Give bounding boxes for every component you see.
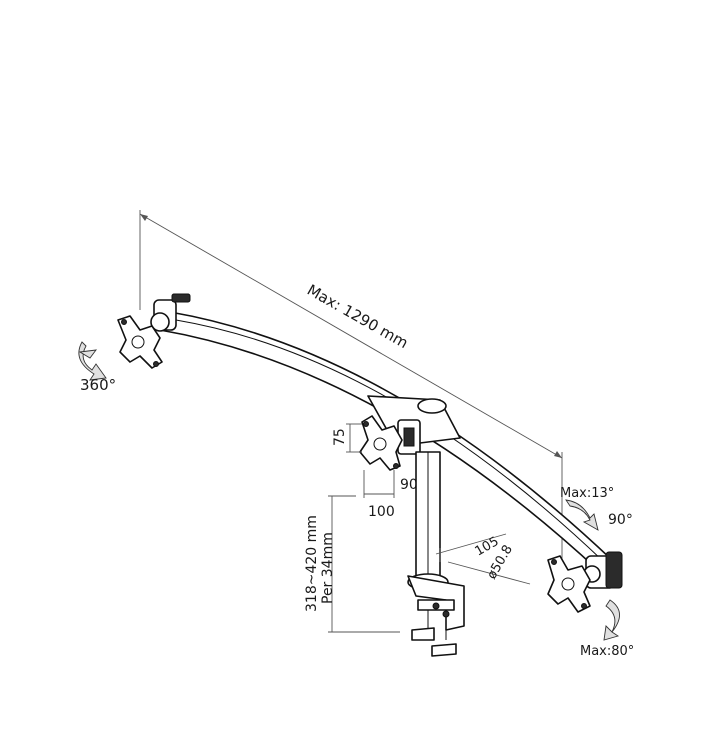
pole-diameter-dimension [447, 561, 531, 585]
max-length-label: Max: 1290 mm [304, 281, 411, 352]
rotation-arrow-icon [78, 341, 107, 381]
length-dimension [139, 210, 563, 560]
left-vesa-plate [117, 315, 163, 369]
vesa-width-label: 100 [368, 504, 395, 520]
left-monitor-head [117, 293, 191, 369]
right-vesa-plate [547, 555, 591, 613]
height-range-label: 318~420 mm [304, 515, 320, 612]
tilt-down-label: Max:80° [580, 644, 634, 659]
height-dimension [328, 495, 400, 633]
vesa-height-label: 75 [332, 428, 348, 446]
center-vesa-plate [359, 415, 403, 471]
rotation-label: 360° [80, 376, 116, 394]
pole [407, 451, 449, 591]
pole-offset-dimension [435, 533, 507, 562]
desk-clamp [407, 575, 465, 657]
tilt-down-arrow-icon [603, 599, 620, 641]
tilt-arrow-icon [565, 499, 599, 531]
height-step-label: Per 34mm [320, 532, 336, 604]
swivel-right-label: 90° [608, 512, 633, 528]
tilt-up-label: Max:13° [560, 486, 614, 501]
vesa-height-dimension [346, 423, 362, 453]
vesa-width-dimension [363, 470, 395, 498]
right-monitor-head [547, 551, 623, 613]
